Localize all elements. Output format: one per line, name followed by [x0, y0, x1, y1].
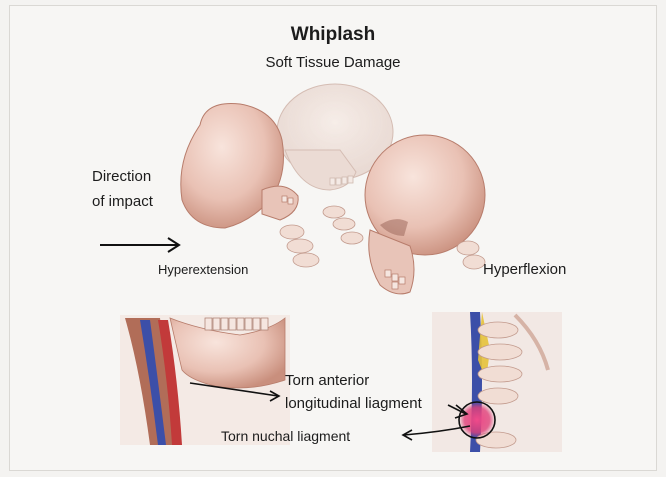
- hyperflexion-label: Hyperflexion: [483, 261, 566, 278]
- direction-label-line1: Direction: [92, 168, 151, 185]
- torn-anterior-label-line2: longitudinal liagment: [285, 395, 422, 412]
- hyperflexion-skull: [365, 135, 485, 294]
- diagram-subtitle: Soft Tissue Damage: [0, 54, 666, 71]
- torn-anterior-label-line1: Torn anterior: [285, 372, 369, 389]
- diagram-title: Whiplash: [0, 24, 666, 46]
- torn-nuchal-label: Torn nuchal liagment: [221, 428, 350, 444]
- neck-section-right: [432, 312, 562, 452]
- direction-arrow: [100, 238, 179, 252]
- direction-label-line2: of impact: [92, 193, 153, 210]
- hyperextension-label: Hyperextension: [158, 262, 248, 277]
- neck-section-left: [120, 315, 290, 445]
- injury-highlight: [459, 402, 495, 438]
